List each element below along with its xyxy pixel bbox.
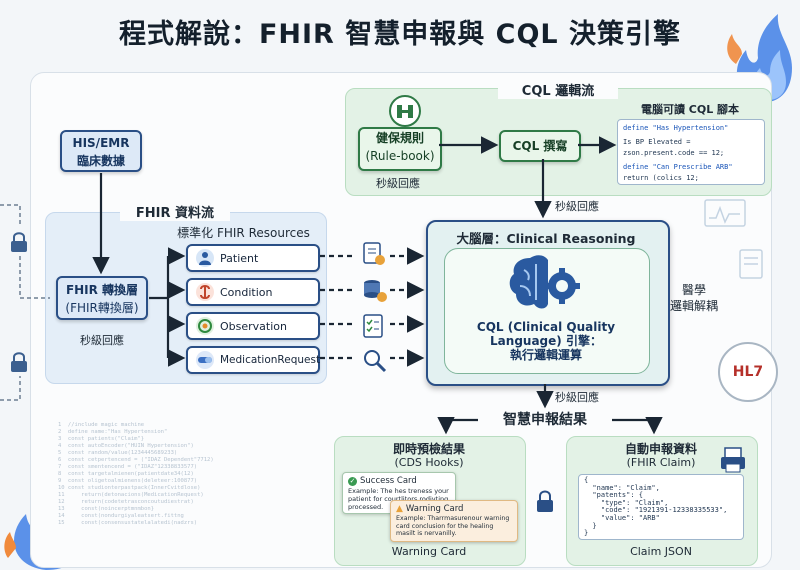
fhir-converter-sublabel: (FHIR轉換層) [65,301,139,315]
cql-script-line: define "Has Hypertension" [623,124,729,132]
logic-decoupling-line: 醫學 [681,283,706,297]
cql-script-line: zson.present.code == 12; [623,149,725,157]
cql-script-title: 電腦可讀 CQL 腳本 [640,103,740,116]
warning-card-header: ▲ Warning Card [396,504,517,514]
connector-left-dashed-top [0,204,21,226]
resource-label: Observation [220,319,287,333]
resources-title: 標準化 FHIR Resources [177,226,310,240]
medication-pill-icon [196,351,214,369]
cql-script-line: Is BP Elevated = [623,138,691,146]
printer-icon [721,447,745,473]
claim-json-line: "name": "Claim", [584,483,660,492]
resource-medication-request: MedicationRequest [186,346,320,374]
fhir-converter-label: FHIR 轉換層 [65,283,139,297]
background-medical-decoration [704,199,763,279]
his-emr-label: HIS/EMR [72,136,130,150]
success-card-header: ✓ Success Card [348,476,455,486]
rulebook-label: 健保規則 [375,131,424,145]
claim-json-line: "patents": { [584,491,644,500]
claim-json-line: "code": "1921391-12338335533", [584,506,728,515]
rulebook-box: 健保規則 (Rule-book) [358,127,442,171]
results-title: 智慧申報結果 [503,412,587,428]
cql-flow-title: CQL 邏輯流 [498,80,618,99]
fhir-converter-box: FHIR 轉換層 (FHIR轉換層) [56,276,148,320]
claim-json-line: } [584,521,597,530]
claim-json-line: { [584,476,589,484]
claim-json-line: "type": "Claim", [584,498,669,507]
brain-gear-icon [509,255,580,309]
lock-icon [11,352,27,372]
hl7-badge: HL7 [718,342,778,402]
cql-engine-line: 執行邏輯運算 [509,348,582,362]
connector-left-dashed-mid [19,256,50,299]
resource-patient: Patient [186,244,320,272]
fhir-converter-latency: 秒級回應 [80,334,124,347]
patient-icon [196,249,214,267]
warning-card: ▲ Warning Card Example: Tharrmasurenour … [390,500,518,542]
resource-label: Condition [220,285,273,299]
cds-hooks-subtitle: (CDS Hooks) [394,456,464,469]
fhir-flow-title: FHIR 資料流 [120,202,230,221]
cql-script-box: define "Has Hypertension" Is BP Elevated… [617,119,765,185]
success-card-title: Success Card [360,476,417,486]
cql-script-line: return (colics 12; [623,174,699,182]
fhir-claim-subtitle: (FHIR Claim) [626,456,696,469]
nhi-logo-icon [389,95,421,127]
claim-json-line: "value": "ARB" [584,513,660,522]
resource-label: Patient [220,251,259,265]
observation-icon [196,317,214,335]
cql-script-line: define "Can Prescribe ARB" [623,163,733,171]
fhir-claim-title: 自動申報資料 [624,442,697,456]
connector-left-dashed-bottom [0,376,21,401]
logic-decoupling-line: 邏輯解耦 [670,299,719,313]
cql-engine-label: CQL (Clinical Quality Language) 引擎： 執行邏輯… [448,320,644,362]
resource-label: MedicationRequest [220,354,321,366]
his-emr-box: HIS/EMR 臨床數據 [60,130,142,172]
fhir-claim-caption: Claim JSON [630,545,692,558]
lock-icon [11,232,27,252]
rulebook-latency: 秒級回應 [376,177,420,190]
condition-icon [196,283,214,301]
brain-to-results-latency: 秒級回應 [555,391,599,404]
cql-authoring-box: CQL 撰寫 [499,130,581,162]
rulebook-sublabel: (Rule-book) [365,149,435,163]
cql-engine-line: Language) 引擎： [490,334,602,348]
lock-icon [537,490,553,512]
document-gear-icon [363,242,385,265]
cql-engine-line: CQL (Clinical Quality [476,320,616,334]
cds-hooks-title: 即時預檢結果 [392,442,465,456]
warning-icon: ▲ [396,504,403,514]
claim-json-line: } [584,529,589,538]
claim-json-box: { "name": "Claim", "patents": { "type": … [578,474,744,540]
resource-observation: Observation [186,312,320,340]
database-gear-icon [364,280,387,302]
checklist-icon [363,314,383,338]
logic-decoupling-label: 醫學 邏輯解耦 [670,282,718,314]
page-title: 程式解說：FHIR 智慧申報與 CQL 決策引擎 [118,19,682,50]
success-card-text: Example: The hes treness your patient fo… [348,487,449,511]
check-icon: ✓ [348,476,357,486]
magnifier-icon [364,350,387,373]
warning-card-text: Example: Tharrmasurenour warning card co… [396,515,510,537]
cql-to-brain-latency: 秒級回應 [555,200,599,213]
his-emr-sublabel: 臨床數據 [76,154,125,168]
cds-hooks-caption: Warning Card [391,545,467,558]
warning-card-title: Warning Card [405,504,464,514]
resource-condition: Condition [186,278,320,306]
background-code-decoration: 1 //include magic machine 2 define name:… [58,422,214,526]
